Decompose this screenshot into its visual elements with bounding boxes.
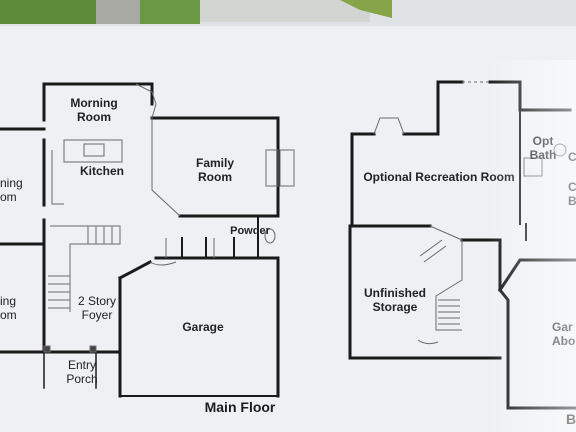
- rec-left-wall: [350, 132, 376, 228]
- walkway: [96, 0, 140, 24]
- foyer-stair-treads: [48, 275, 70, 309]
- living-room-label: ing om: [0, 294, 24, 322]
- entry-label-line2: Porch: [66, 372, 98, 386]
- kitchen-sink: [83, 143, 105, 157]
- entry-label-line1: Entry: [67, 358, 96, 372]
- recreation-room-label: Optional Recreation Room: [363, 170, 515, 184]
- family-angled-wall: [151, 118, 181, 217]
- opt-bath-label-line1: Opt: [532, 134, 554, 148]
- shrub: [340, 0, 392, 18]
- kitchen-counter: [51, 150, 64, 205]
- storage-label-line2: Storage: [372, 300, 418, 314]
- opt-bath-label: Opt Bath: [526, 134, 560, 162]
- foyer-stairs-outline: [50, 225, 121, 312]
- powder-label: Powder: [230, 225, 270, 237]
- dining-label-line2: om: [0, 190, 17, 204]
- landing-treads: [87, 226, 113, 244]
- storage-label-line1: Unfinished: [364, 286, 426, 300]
- living-label-line2: om: [0, 308, 17, 322]
- winder-treads: [419, 239, 447, 263]
- edge-label-bottom: B: [566, 411, 576, 427]
- upper-stairs-outline: [429, 225, 463, 331]
- fireplace: [265, 149, 279, 187]
- garage-corner-wall: [117, 259, 153, 281]
- garage-above-top: [497, 258, 576, 293]
- storage-outer-wall: [348, 224, 502, 360]
- family-room-label: Family Room: [180, 156, 250, 184]
- morning-bay: [135, 83, 157, 119]
- garage-door-swing: [149, 261, 177, 266]
- stair-enclosure: [460, 238, 502, 292]
- living-label-line1: ing: [0, 294, 17, 308]
- morning-room-label-line2: Room: [77, 110, 111, 124]
- edge-label-c1: C: [568, 150, 576, 164]
- rec-top-left-wall: [402, 80, 464, 136]
- morning-room-label-line1: Morning: [70, 96, 118, 110]
- family-room-label-line1: Family: [195, 156, 234, 170]
- garage-above-label-line2: Abo: [552, 334, 576, 348]
- lawn-left: [0, 0, 96, 24]
- dining-label-line1: ning: [0, 176, 23, 190]
- hearth: [279, 149, 295, 187]
- unfinished-storage-label: Unfinished Storage: [360, 286, 430, 314]
- storage-door-swing: [417, 339, 439, 345]
- garage-above-label: Gar Abo: [552, 320, 576, 348]
- upper-stair-treads: [438, 299, 460, 325]
- garage-above-wall: [497, 287, 576, 410]
- house-photo-strip: [0, 0, 576, 26]
- kitchen-island: [63, 139, 123, 163]
- garage-label: Garage: [182, 320, 224, 334]
- driveway: [200, 0, 370, 22]
- morning-room-label: Morning Room: [56, 96, 132, 124]
- rec-window-bay: [373, 117, 405, 135]
- porch-column-right: [89, 345, 97, 353]
- porch-column-left: [43, 345, 51, 353]
- opt-bath-label-line2: Bath: [529, 148, 557, 162]
- foyer-label: 2 Story Foyer: [72, 294, 122, 322]
- morning-top-wall: [42, 82, 154, 106]
- lawn-center: [140, 0, 200, 24]
- entry-porch-label: Entry Porch: [56, 358, 108, 386]
- rec-top-right-wall: [488, 80, 572, 112]
- powder-toilet: [264, 228, 276, 244]
- family-room-label-line2: Room: [198, 170, 232, 184]
- kitchen-label: Kitchen: [79, 164, 124, 178]
- garage-above-label-line1: Gar: [552, 320, 573, 334]
- closet-doors: [165, 238, 215, 258]
- foyer-label-line1: 2 Story: [77, 294, 116, 308]
- dining-room-label: ning om: [0, 176, 24, 204]
- edge-label-b: B: [568, 194, 576, 208]
- main-floor-title: Main Floor: [204, 399, 276, 415]
- foyer-label-line2: Foyer: [81, 308, 113, 322]
- edge-label-c2: C: [568, 180, 576, 194]
